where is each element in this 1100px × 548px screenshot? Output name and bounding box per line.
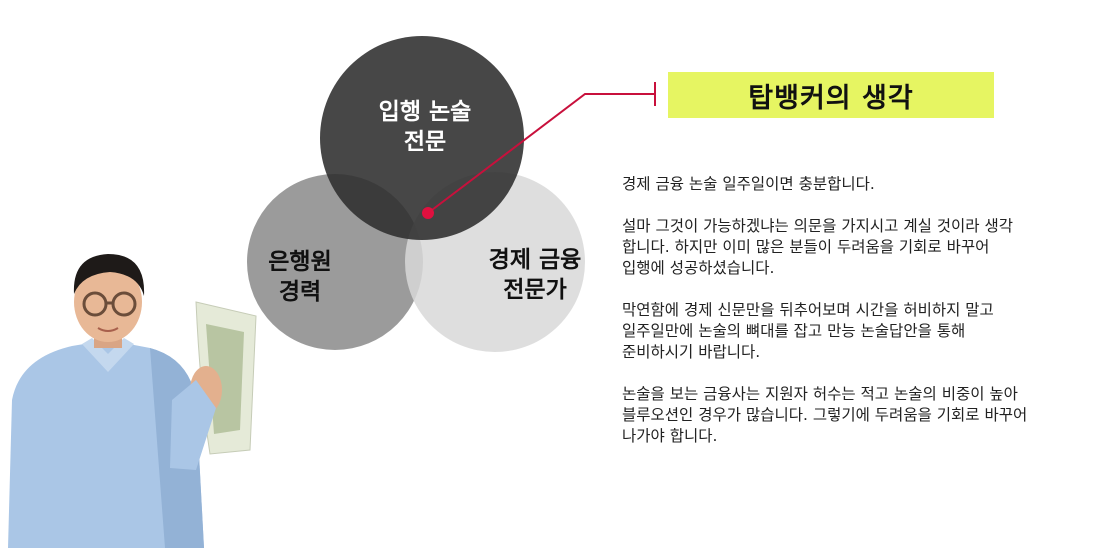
- venn-label-left-line1: 은행원: [268, 249, 332, 275]
- venn-label-top: 입행 논술 전문: [345, 97, 505, 157]
- paragraph-1: 경제 금융 논술 일주일이면 충분합니다.: [622, 175, 875, 193]
- paragraph-3: 막연함에 경제 신문만을 뒤추어보며 시간을 허비하지 말고 일주일만에 논술의…: [622, 301, 994, 361]
- headline-title: 탑뱅커의 생각: [748, 82, 914, 114]
- venn-label-left-line2: 경력: [278, 279, 322, 305]
- venn-label-top-line1: 입행 논술: [378, 99, 472, 125]
- pointer-line: [427, 93, 655, 214]
- paragraph-4: 논술을 보는 금융사는 지원자 허수는 적고 논술의 비중이 높아 블루오션인 …: [622, 385, 1028, 445]
- venn-label-right: 경제 금융 전문가: [455, 245, 615, 305]
- forearm: [170, 380, 216, 470]
- headline-box: 탑뱅커의 생각: [668, 72, 994, 118]
- pointer-dot: [422, 207, 434, 219]
- mouth: [97, 327, 119, 332]
- paragraph-2: 설마 그것이 가능하겠냐는 의문을 가지시고 계실 것이라 생각 합니다. 하지…: [622, 217, 1013, 277]
- venn-label-top-line2: 전문: [403, 129, 447, 155]
- man-with-newspaper-illustration: [8, 254, 257, 548]
- body-text: 경제 금융 논술 일주일이면 충분합니다. 설마 그것이 가능하겠냐는 의문을 …: [622, 174, 1092, 468]
- venn-label-right-line1: 경제 금융: [488, 247, 582, 273]
- venn-label-left: 은행원 경력: [240, 247, 360, 307]
- venn-label-right-line2: 전문가: [503, 277, 567, 303]
- hair: [73, 254, 145, 296]
- venn-circle-top: [320, 36, 524, 240]
